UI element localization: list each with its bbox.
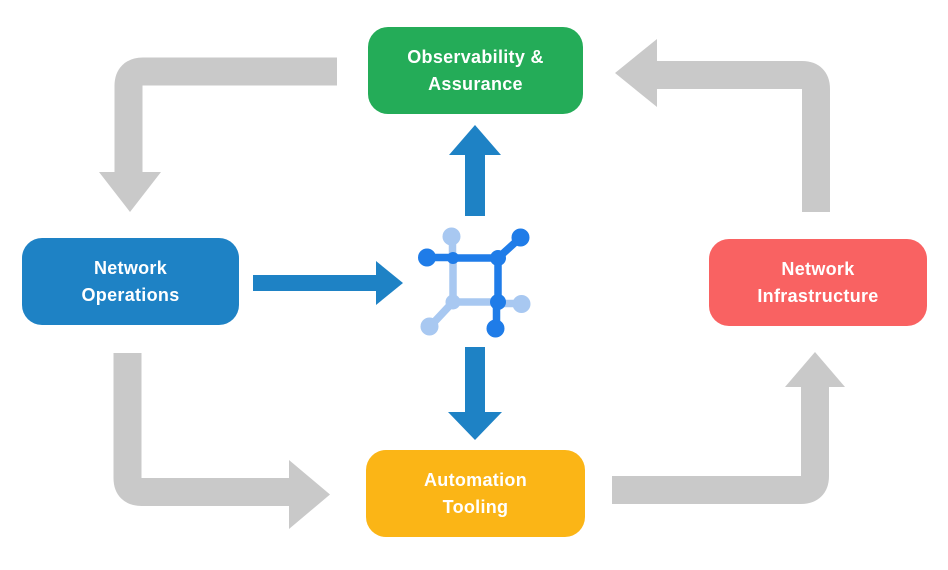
- arrow-center-to-observability: [449, 125, 501, 216]
- icon-node-right: [512, 295, 531, 313]
- arrowhead-down: [448, 412, 502, 440]
- arrow-shaft: [114, 57, 337, 173]
- arrow-operations-to-center: [253, 261, 403, 305]
- icon-junction-bl: [445, 294, 461, 310]
- node-network-infrastructure: Network Infrastructure: [709, 239, 927, 326]
- node-automation-tooling: Automation Tooling: [366, 450, 585, 537]
- node-label: Network Infrastructure: [757, 259, 879, 306]
- arrow-shaft: [612, 387, 829, 504]
- network-mesh-icon: [418, 227, 531, 338]
- arrow-shaft: [657, 61, 830, 212]
- arrow-observability-to-operations: [99, 57, 337, 212]
- arrow-center-to-tooling: [448, 347, 502, 440]
- arrow-tooling-to-infrastructure: [612, 352, 845, 504]
- icon-node-top-right: [511, 228, 530, 247]
- icon-node-top: [442, 227, 461, 246]
- arrow-operations-to-tooling: [113, 353, 330, 529]
- arrowhead-down: [99, 172, 161, 212]
- arrowhead-up: [449, 125, 501, 155]
- arrowhead-right: [376, 261, 403, 305]
- arrowhead-left: [615, 39, 657, 107]
- icon-node-bottom-left: [420, 317, 439, 336]
- icon-node-bottom: [486, 319, 505, 338]
- arrowhead-up: [785, 352, 845, 387]
- icon-junction-br: [490, 294, 506, 310]
- icon-node-left: [418, 248, 436, 267]
- icon-junction-tr: [490, 250, 506, 266]
- node-label: Network Operations: [81, 258, 180, 305]
- arrowhead-right: [289, 460, 330, 529]
- node-label: Observability & Assurance: [407, 47, 544, 94]
- node-label: Automation Tooling: [424, 470, 527, 517]
- node-observability-assurance: Observability & Assurance: [368, 27, 583, 114]
- node-network-operations: Network Operations: [22, 238, 239, 325]
- arrow-shaft: [113, 353, 289, 506]
- arrow-infrastructure-to-observability: [615, 39, 830, 212]
- icon-junction-tl: [447, 252, 459, 264]
